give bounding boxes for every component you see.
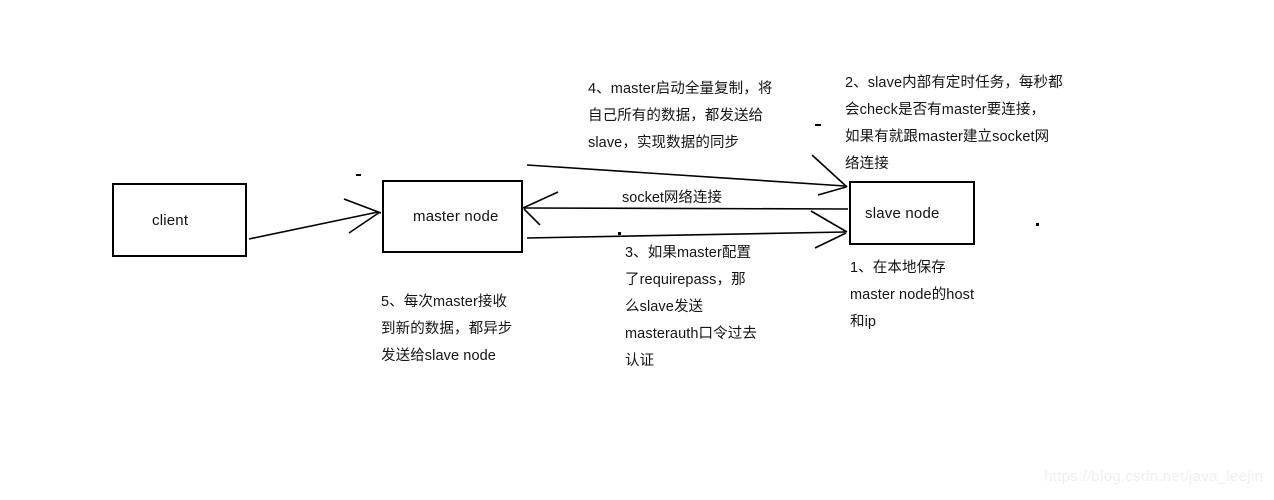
edge-label-socket-connection: socket网络连接	[622, 190, 722, 206]
node-client[interactable]: client	[112, 183, 247, 257]
stray-dot-icon	[1036, 223, 1039, 226]
node-slave[interactable]: slave node	[849, 181, 975, 245]
note-step-2: 2、slave内部有定时任务，每秒都 会check是否有master要连接， 如…	[845, 75, 1063, 172]
stray-dot-icon	[618, 232, 621, 235]
note-step-1: 1、在本地保存 master node的host 和ip	[850, 260, 975, 330]
node-slave-label: slave node	[865, 204, 940, 222]
node-client-label: client	[152, 211, 189, 229]
note-step-4: 4、master启动全量复制，将 自己所有的数据，都发送给 slave，实现数据…	[588, 81, 773, 151]
edge-client-to-master	[248, 198, 382, 240]
node-master-label: master node	[413, 208, 499, 225]
watermark: https://blog.csdn.net/java_leejin	[1044, 468, 1264, 485]
stray-mark-icon	[356, 174, 361, 176]
node-master[interactable]: master node	[382, 180, 523, 253]
note-step-3: 3、如果master配置 了requirepass，那 么slave发送 mas…	[625, 245, 757, 369]
stray-mark-icon	[815, 124, 821, 126]
note-step-5: 5、每次master接收 到新的数据，都异步 发送给slave node	[381, 294, 513, 364]
